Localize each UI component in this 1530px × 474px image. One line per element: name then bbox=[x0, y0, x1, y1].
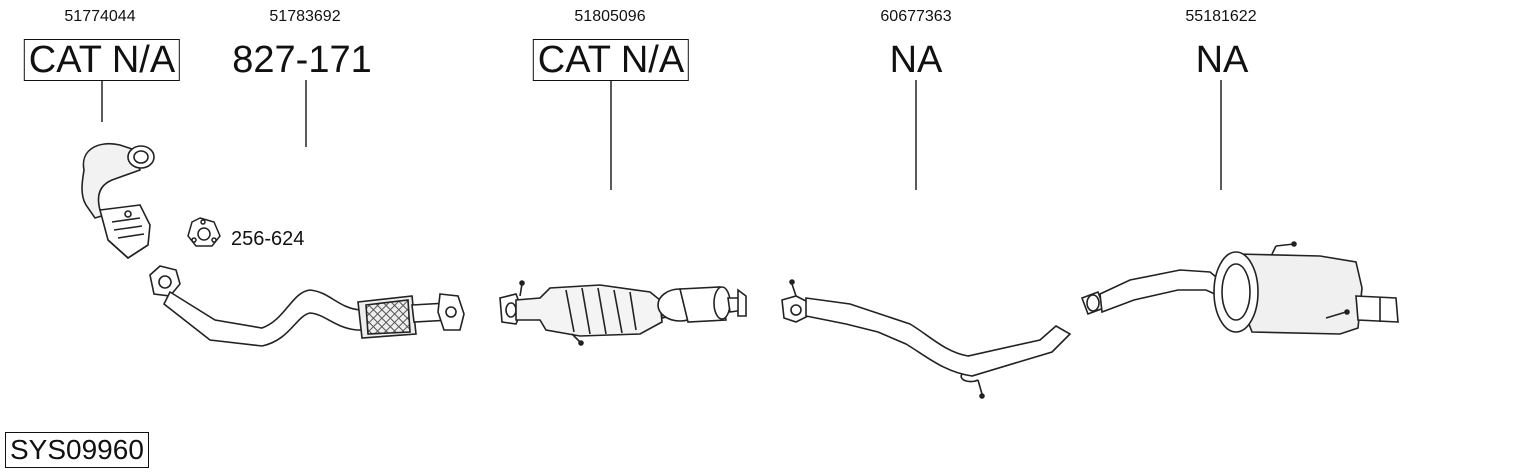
ref-label-3: CAT N/A bbox=[532, 39, 690, 81]
ref-label-2: 827-171 bbox=[232, 39, 372, 81]
ref-label-5: NA bbox=[1195, 39, 1249, 81]
part-front-pipe bbox=[149, 265, 465, 347]
part-rear-muffler bbox=[1080, 241, 1399, 335]
part-intermediate-pipe bbox=[781, 279, 1072, 399]
part-number-1: 51774044 bbox=[64, 8, 136, 25]
part-catalytic-manifold bbox=[81, 143, 155, 260]
part-catalytic-converter bbox=[499, 280, 747, 346]
ref-label-1: CAT N/A bbox=[23, 39, 181, 81]
gasket-shape bbox=[187, 217, 221, 247]
part-number-4: 60677363 bbox=[880, 8, 952, 25]
gasket-label: 256-624 bbox=[231, 228, 305, 250]
part-number-5: 55181622 bbox=[1185, 8, 1257, 25]
ref-label-4: NA bbox=[889, 39, 943, 81]
part-number-2: 51783692 bbox=[269, 8, 341, 25]
part-number-3: 51805096 bbox=[574, 8, 646, 25]
system-code-label: SYS09960 bbox=[5, 432, 149, 468]
